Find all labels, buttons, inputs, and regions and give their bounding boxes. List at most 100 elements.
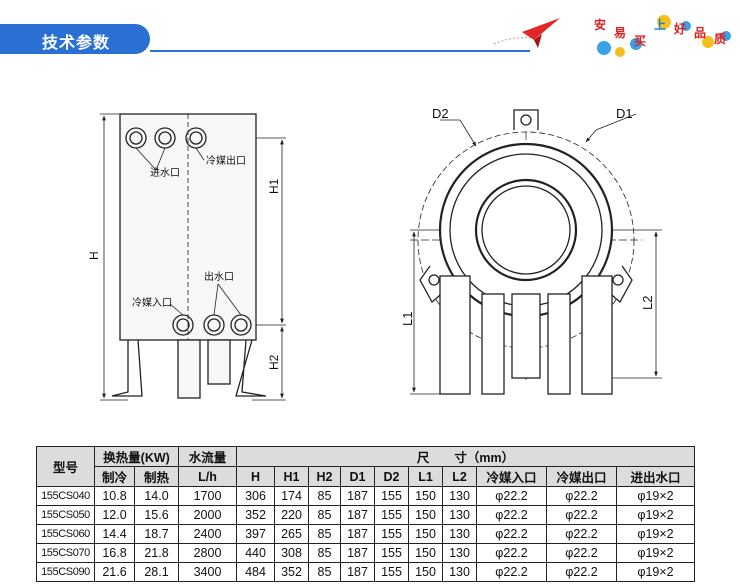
table-cell: 21.6 bbox=[94, 562, 135, 582]
top-view bbox=[410, 109, 662, 395]
header-water-flow: 水流量 bbox=[178, 446, 237, 467]
pipe bbox=[481, 293, 505, 395]
table-cell: 12.0 bbox=[94, 505, 135, 525]
table-cell: 85 bbox=[308, 486, 341, 506]
section-header: 技术参数 安 易 买 上 好 品 质 bbox=[0, 0, 740, 74]
table-cell: 3400 bbox=[178, 562, 237, 582]
table-cell: 130 bbox=[442, 543, 477, 563]
model-cell: 155CS050 bbox=[36, 505, 95, 525]
subheader-dim: L1 bbox=[408, 466, 443, 487]
table-cell: 150 bbox=[408, 543, 443, 563]
table-cell: 187 bbox=[340, 486, 375, 506]
dim-label-L1: L1 bbox=[400, 312, 415, 326]
table-cell: 2000 bbox=[178, 505, 237, 525]
pipe bbox=[581, 275, 613, 395]
pipe bbox=[547, 293, 571, 395]
table-cell: 21.8 bbox=[134, 543, 179, 563]
subheader-dim: H1 bbox=[274, 466, 309, 487]
table-cell: 15.6 bbox=[134, 505, 179, 525]
left-leg bbox=[111, 339, 143, 397]
table-cell: 85 bbox=[308, 543, 341, 563]
dim-label-L2: L2 bbox=[640, 296, 655, 310]
table-cell: 130 bbox=[442, 524, 477, 544]
paper-plane-icon bbox=[493, 18, 560, 48]
subheader-dim: 进出水口 bbox=[616, 466, 695, 487]
table-cell: 1700 bbox=[178, 486, 237, 506]
dim-label-H2: H2 bbox=[267, 354, 281, 370]
dim-label-H1: H1 bbox=[267, 178, 281, 194]
table-cell: 14.0 bbox=[134, 486, 179, 506]
table-cell: 150 bbox=[408, 524, 443, 544]
slogan: 安 易 买 上 好 品 质 bbox=[590, 12, 738, 62]
slogan-char: 安 bbox=[594, 18, 607, 32]
subheader-dim: 冷媒入口 bbox=[476, 466, 547, 487]
table-subheader-row: 制冷 制热 L/h H H1 H2 D1 D2 L1 L2 冷媒入口 冷媒出口 … bbox=[37, 466, 695, 487]
table-cell: 155 bbox=[374, 505, 409, 525]
table-cell: φ22.2 bbox=[546, 524, 617, 544]
slogan-char: 上 bbox=[654, 18, 667, 32]
label-refrigerant-out: 冷媒出口 bbox=[206, 154, 246, 167]
label-water-in: 进水口 bbox=[150, 167, 180, 179]
slogan-bubbles bbox=[597, 15, 731, 57]
pipe bbox=[207, 339, 231, 385]
label-refrigerant-in: 冷媒入口 bbox=[132, 296, 172, 309]
table-cell: 28.1 bbox=[134, 562, 179, 582]
right-leg bbox=[235, 339, 267, 397]
table-cell: 440 bbox=[236, 543, 275, 563]
table-cell: φ19×2 bbox=[616, 543, 695, 563]
table-cell: 85 bbox=[308, 524, 341, 544]
slogan-char: 好 bbox=[674, 22, 687, 36]
table-cell: 308 bbox=[274, 543, 309, 563]
subheader-dim: H bbox=[236, 466, 275, 487]
table-cell: φ22.2 bbox=[546, 562, 617, 582]
model-cell: 155CS060 bbox=[36, 524, 95, 544]
header-heat: 换热量(KW) bbox=[94, 446, 179, 467]
model-cell: 155CS070 bbox=[36, 543, 95, 563]
front-view bbox=[100, 113, 286, 401]
table-cell: 150 bbox=[408, 486, 443, 506]
table-cell: φ22.2 bbox=[476, 486, 547, 506]
table-cell: 397 bbox=[236, 524, 275, 544]
header-model: 型号 bbox=[36, 446, 95, 487]
pipe bbox=[177, 339, 201, 399]
table-cell: φ19×2 bbox=[616, 562, 695, 582]
title-underline bbox=[150, 50, 530, 52]
dim-label-H: H bbox=[87, 251, 101, 260]
table-cell: φ22.2 bbox=[476, 524, 547, 544]
table-cell: φ19×2 bbox=[616, 486, 695, 506]
table-cell: 352 bbox=[274, 562, 309, 582]
table-cell: 155 bbox=[374, 486, 409, 506]
section-title: 技术参数 bbox=[42, 35, 111, 52]
table-cell: 18.7 bbox=[134, 524, 179, 544]
table-cell: φ22.2 bbox=[476, 562, 547, 582]
table-cell: 150 bbox=[408, 505, 443, 525]
table-cell: φ19×2 bbox=[616, 524, 695, 544]
pipe bbox=[511, 293, 541, 379]
table-cell: 155 bbox=[374, 543, 409, 563]
table-cell: 187 bbox=[340, 505, 375, 525]
header-size: 尺 寸（mm） bbox=[236, 446, 695, 467]
subheader-dim: 冷媒出口 bbox=[546, 466, 617, 487]
dim-label-D2: D2 bbox=[432, 106, 449, 121]
table-cell: φ22.2 bbox=[546, 486, 617, 506]
section-title-bar: 技术参数 bbox=[0, 24, 150, 54]
model-cell: 155CS090 bbox=[36, 562, 95, 582]
table-cell: 130 bbox=[442, 486, 477, 506]
shell-core bbox=[474, 178, 578, 282]
slogan-char: 质 bbox=[714, 32, 727, 46]
table-cell: 10.8 bbox=[94, 486, 135, 506]
subheader-cooling: 制冷 bbox=[94, 466, 135, 487]
table-cell: 2400 bbox=[178, 524, 237, 544]
subheader-heating: 制热 bbox=[134, 466, 179, 487]
subheader-dim: L2 bbox=[442, 466, 477, 487]
table-cell: 16.8 bbox=[94, 543, 135, 563]
table-cell: 130 bbox=[442, 505, 477, 525]
label-water-out: 出水口 bbox=[204, 270, 234, 283]
table-cell: 2800 bbox=[178, 543, 237, 563]
table-cell: 306 bbox=[236, 486, 275, 506]
